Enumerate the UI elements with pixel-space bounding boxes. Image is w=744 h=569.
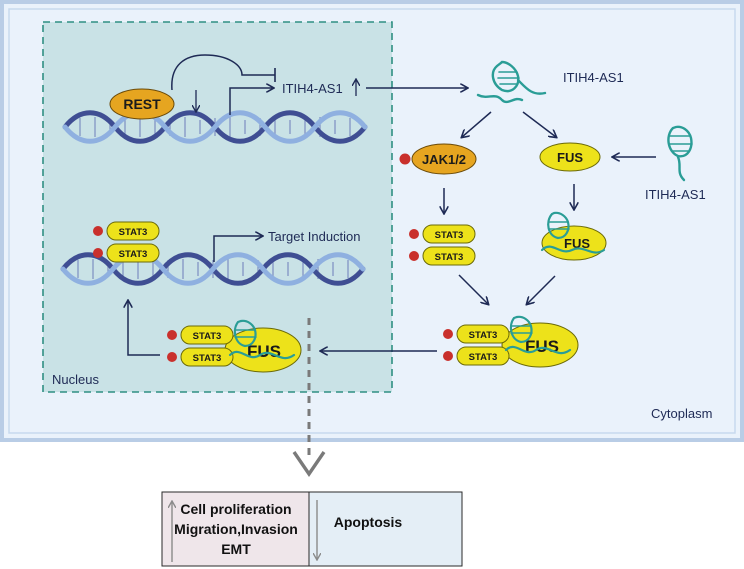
itih4-as1-rna-top-label: ITIH4-AS1 [563, 70, 624, 85]
phospho-stat3 [93, 226, 103, 236]
complex-to-dna-arrow [128, 301, 160, 356]
stat3-label: STAT3 [119, 249, 148, 260]
outcome-arrowhead [292, 451, 326, 478]
downregulated-box [308, 491, 463, 567]
stat3-label: STAT3 [193, 353, 222, 364]
target-induction-arrow [213, 236, 262, 262]
phospho-stat3 [409, 229, 419, 239]
rest-label: REST [123, 96, 161, 112]
itih4-as1-rna-right-label: ITIH4-AS1 [645, 187, 706, 202]
itih4-as1-rna-top [476, 60, 547, 104]
phospho-jak [399, 153, 411, 165]
fus-to-complex-arrow [527, 275, 556, 304]
phospho-stat3 [443, 329, 453, 339]
outcome-panel: Cell proliferation Migration,Invasion EM… [161, 491, 463, 567]
stat3-fus-complex-cyto: STAT3 STAT3 FUS [443, 315, 579, 368]
stat3-label: STAT3 [469, 330, 498, 341]
dna-helix-upper [62, 110, 368, 144]
itih4-as1-gene-label: ITIH4-AS1 [282, 81, 343, 96]
up-item-1: Cell proliferation [180, 501, 291, 517]
nucleus-label: Nucleus [52, 372, 99, 387]
rest-self-loop [171, 54, 275, 91]
down-item-1: Apoptosis [334, 514, 403, 530]
itih4-as1-rna-right [667, 125, 693, 182]
up-item-3: EMT [221, 541, 251, 557]
stat-to-complex-arrow [458, 274, 488, 304]
stat3-fus-complex-nuc: STAT3 STAT3 FUS [167, 319, 302, 373]
phospho-stat3 [409, 251, 419, 261]
rna-to-fus-arrow [522, 111, 556, 137]
jak12-node: JAK1/2 [399, 143, 477, 175]
stat3-label: STAT3 [435, 252, 464, 263]
phospho-stat3 [167, 352, 177, 362]
phospho-stat3 [93, 248, 103, 258]
cytoplasm-label: Cytoplasm [651, 406, 712, 421]
rna-to-jak-arrow [462, 111, 492, 137]
tss-arrow [229, 88, 273, 115]
rest-node: REST [109, 88, 175, 120]
upregulated-box [161, 491, 310, 567]
stat3-label: STAT3 [119, 227, 148, 238]
jak12-label: JAK1/2 [422, 152, 466, 167]
target-induction-label: Target Induction [268, 229, 361, 244]
fus-complex-nuc-label: FUS [247, 342, 281, 361]
stat3-label: STAT3 [469, 352, 498, 363]
dna-helix-lower [60, 252, 366, 286]
fus-bound-label: FUS [564, 236, 590, 251]
fus-free-node: FUS [539, 142, 601, 172]
phospho-stat3 [443, 351, 453, 361]
stat3-pair-cyto: STAT3 STAT3 [409, 224, 476, 266]
phospho-stat3 [167, 330, 177, 340]
fus-rna-complex: FUS [540, 211, 607, 261]
stat3-label: STAT3 [435, 230, 464, 241]
stat3-pair-nuc: STAT3 STAT3 [93, 221, 160, 263]
fus-free-label: FUS [557, 150, 583, 165]
up-item-2: Migration,Invasion [174, 521, 298, 537]
stat3-label: STAT3 [193, 331, 222, 342]
